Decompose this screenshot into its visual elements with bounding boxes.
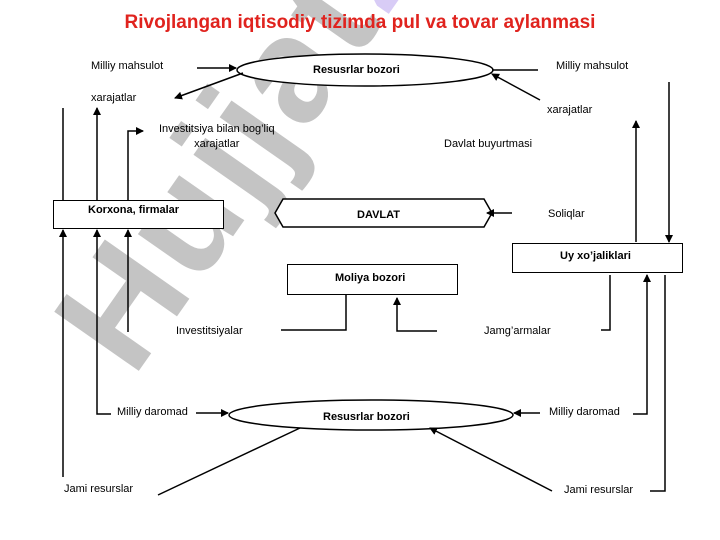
- line-households-savings: [601, 275, 611, 331]
- label-taxes: Soliqlar: [548, 208, 585, 220]
- label-state-order: Davlat buyurtmasi: [444, 138, 533, 150]
- firms-label: Korxona, firmalar: [88, 204, 180, 216]
- arrow-expenses-right-to-market: [491, 73, 541, 101]
- label-national-income-right: Milliy daromad: [549, 406, 620, 418]
- financial-market-box: Moliya bozori: [287, 264, 458, 295]
- label-total-resources-left: Jami resurslar: [64, 483, 134, 495]
- label-national-income-left: Milliy daromad: [117, 406, 188, 418]
- label-expenses-right: xarajatlar: [547, 104, 593, 116]
- page-title: Rivojlangan iqtisodiy tizimda pul va tov…: [124, 12, 596, 33]
- label-national-product-left: Milliy mahsulot: [91, 60, 164, 72]
- households-label: Uy xo’jaliklari: [560, 250, 631, 262]
- line-households-total-resources: [650, 275, 666, 492]
- resources-market-bottom-label: Resusrlar bozori: [323, 411, 410, 423]
- arrow-market-to-expenses-left: [174, 72, 244, 100]
- financial-market-label: Moliya bozori: [335, 272, 406, 284]
- arrow-savings-to-financial: [393, 297, 437, 332]
- resources-market-top-label: Resusrlar bozori: [313, 64, 400, 76]
- line-total-resources-left: [157, 427, 301, 496]
- arrow-income-to-firms: [93, 229, 111, 415]
- label-expenses-left: xarajatlar: [91, 92, 137, 104]
- label-savings: Jamg’armalar: [484, 325, 551, 337]
- state-label: DAVLAT: [357, 209, 400, 221]
- label-total-resources-right: Jami resurslar: [564, 484, 634, 496]
- households-box: Uy xo’jaliklari: [512, 243, 683, 273]
- label-investment-expenses: Investitsiya bilan bog’liq xarajatlar: [159, 123, 275, 150]
- label-investments: Investitsiyalar: [176, 325, 243, 337]
- line-financial-to-investments: [281, 295, 347, 331]
- state-shape: [274, 198, 493, 228]
- firms-box: Korxona, firmalar: [53, 200, 224, 229]
- arrow-income-to-households: [633, 274, 651, 415]
- label-national-product-right: Milliy mahsulot: [556, 60, 629, 72]
- arrow-firms-investment-expenses: [127, 127, 144, 200]
- arrow-total-resources-right: [429, 427, 553, 492]
